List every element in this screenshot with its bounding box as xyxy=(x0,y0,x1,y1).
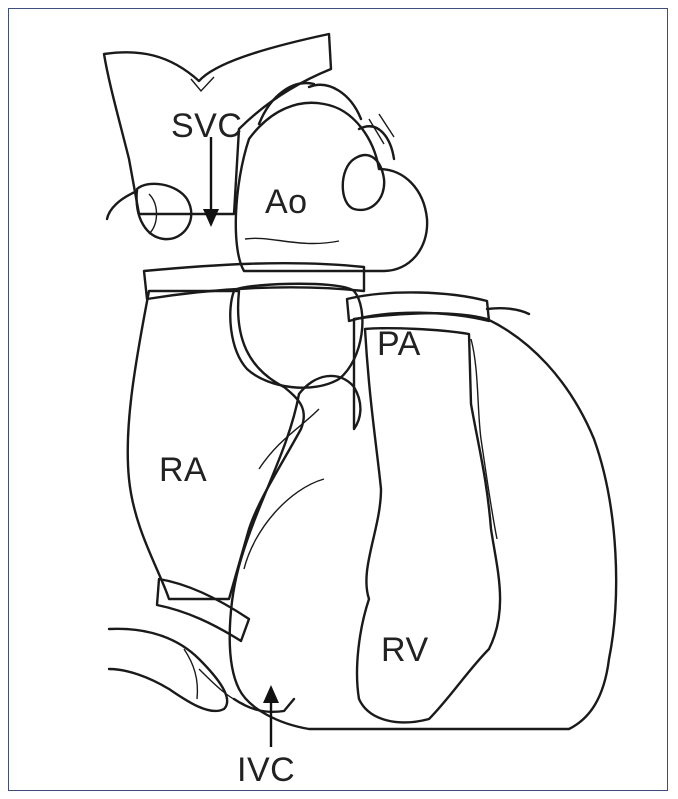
ivc-arrow xyxy=(263,685,279,747)
ivc-label: IVC xyxy=(237,751,295,789)
figure-frame: SVC Ao PA RA RV IVC xyxy=(8,8,668,791)
ao-label: Ao xyxy=(265,183,308,221)
heart-illustration: SVC Ao PA RA RV IVC xyxy=(9,9,669,792)
rv-label: RV xyxy=(381,631,429,669)
pa-label: PA xyxy=(377,325,421,363)
upper-suture-cuff xyxy=(144,263,364,299)
ra-label: RA xyxy=(159,451,207,489)
right-atrium xyxy=(128,291,304,599)
ascending-aorta xyxy=(230,284,362,388)
svc-label: SVC xyxy=(171,107,242,145)
svc-arrow xyxy=(203,137,219,227)
aorta-vessel xyxy=(236,83,427,271)
right-pulmonary-vessel xyxy=(107,184,191,239)
